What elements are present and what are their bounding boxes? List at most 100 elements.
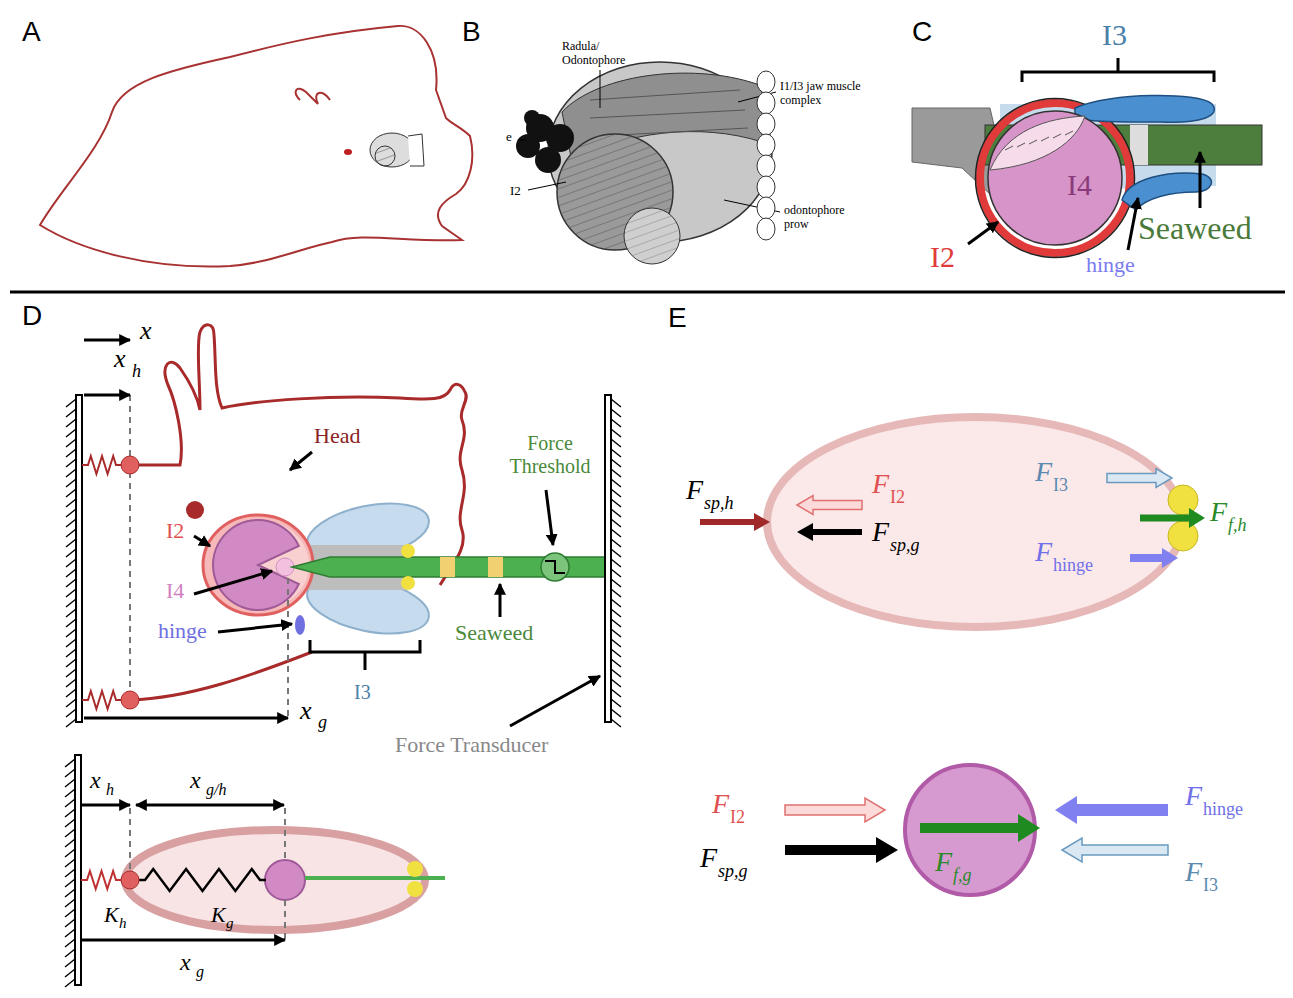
node-label: I4 (1067, 170, 1092, 200)
figure-label: x (180, 950, 191, 974)
figure-label: g/h (206, 782, 226, 798)
jaw-lobe (757, 176, 775, 198)
wall-hatch (66, 589, 76, 597)
wall-hatch (66, 559, 76, 567)
wall-hatch (611, 479, 621, 487)
wall-hatch (611, 659, 621, 667)
figure-label: sp,h (704, 494, 734, 512)
wall-hatch (611, 489, 621, 497)
wall-hatch (66, 539, 76, 547)
figure-label: x (190, 768, 201, 792)
buccal-mass-drawing (516, 62, 780, 264)
figure-label: g (196, 964, 204, 980)
figure-label: I2 (890, 488, 905, 506)
wall-hatch (611, 459, 621, 467)
wall-hatch (65, 969, 75, 977)
wall-hatch (66, 439, 76, 447)
force-arrow (1107, 469, 1172, 488)
panel-letter: E (668, 304, 687, 332)
force-arrow (1055, 796, 1168, 824)
figure-label: F (1210, 498, 1227, 526)
jaw-lobe (757, 218, 775, 240)
wall-hatch (611, 599, 621, 607)
panel-letter: C (912, 18, 932, 46)
wall (75, 755, 81, 985)
wall-hatch (611, 539, 621, 547)
wall-hatch (66, 549, 76, 557)
force-arrow (785, 837, 898, 863)
wall-hatch (66, 579, 76, 587)
jaw-lobe (757, 71, 775, 93)
wall-hatch (65, 879, 75, 887)
spring-anchor (121, 871, 139, 889)
wall-hatch (66, 499, 76, 507)
panel-e-force-diagrams (767, 417, 1198, 895)
wall-hatch (611, 519, 621, 527)
figure-label: I3 (1203, 876, 1218, 894)
wall-hatch (611, 529, 621, 537)
wall-hatch (65, 939, 75, 947)
wall-hatch (611, 669, 621, 677)
figure-label: Head (314, 425, 360, 447)
force-arrow (797, 496, 862, 515)
wall-hatch (65, 859, 75, 867)
spring (139, 869, 266, 891)
wall-hatch (65, 809, 75, 817)
wall-hatch (611, 439, 621, 447)
force-arrow (785, 798, 885, 822)
figure-label: F (935, 848, 952, 876)
figure-label: I3 (354, 682, 371, 702)
wall-hatch (66, 699, 76, 707)
wall-hatch (66, 419, 76, 427)
figure-label: x (140, 318, 152, 344)
wall-hatch (611, 609, 621, 617)
force-arrow (1140, 508, 1205, 528)
figure-label: I2 (166, 520, 184, 542)
aplysia-outline (40, 26, 472, 267)
wall-hatch (611, 639, 621, 647)
figure-label: F (872, 518, 889, 546)
wall-hatch (65, 829, 75, 837)
wall-hatch (65, 769, 75, 777)
jaw-lobe (757, 113, 775, 135)
figure-label: K (104, 904, 119, 926)
figure-label: Seaweed (1138, 212, 1252, 244)
wall-hatch (65, 869, 75, 877)
figure-label: F (686, 476, 703, 504)
figure-label: e (506, 130, 512, 143)
wall-hatch (66, 669, 76, 677)
wall-hatch (611, 579, 621, 587)
wall-hatch (611, 649, 621, 657)
spring-anchor (121, 456, 139, 474)
wall-hatch (611, 449, 621, 457)
wall-hatch (65, 919, 75, 927)
jaw-lobe (757, 134, 775, 156)
wall-hatch (66, 529, 76, 537)
wall-hatch (65, 849, 75, 857)
spring (82, 691, 122, 709)
figure-label: g (226, 916, 234, 931)
panel-c-schematic (912, 58, 1262, 258)
wall-hatch (66, 679, 76, 687)
wall-hatch (66, 689, 76, 697)
wall-hatch (611, 699, 621, 707)
circle-outline (987, 110, 1123, 246)
wall-hatch (66, 479, 76, 487)
wall-hatch (66, 409, 76, 417)
wall-hatch (65, 779, 75, 787)
wall-hatch (66, 709, 76, 717)
divider (10, 291, 1285, 294)
wall-hatch (65, 839, 75, 847)
wall-hatch (611, 629, 621, 637)
wall-hatch (611, 679, 621, 687)
wall-hatch (66, 569, 76, 577)
figure-label: f,g (953, 866, 972, 884)
wall-hatch (611, 469, 621, 477)
figure-label: Seaweed (455, 622, 533, 644)
figure-label: F (872, 470, 889, 498)
force-arrow (920, 814, 1040, 842)
figure-label: F (1035, 458, 1052, 486)
figure-label: odontophore prow (784, 204, 866, 232)
wall-hatch (611, 709, 621, 717)
figure-label: Force Transducer (395, 734, 548, 756)
